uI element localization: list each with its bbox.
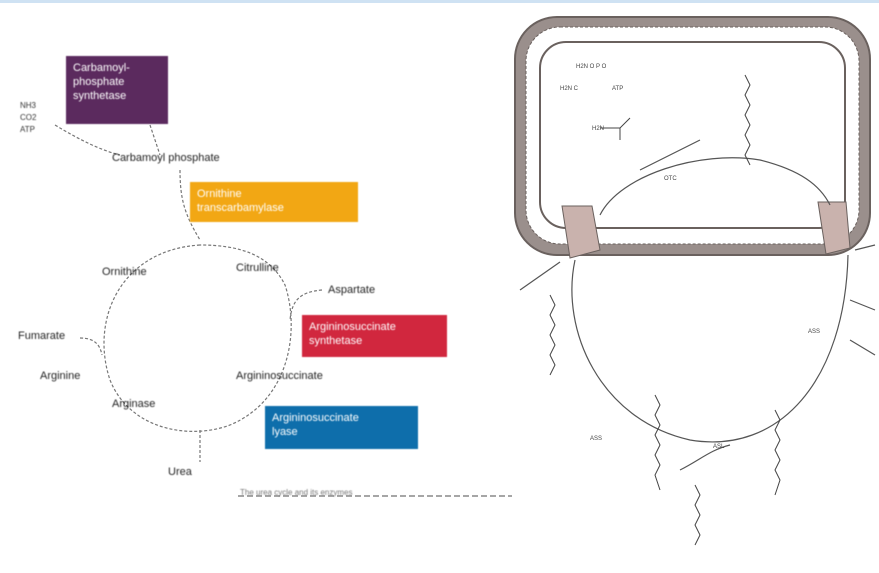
molecule-inner [600, 117, 631, 140]
svg-text:OTC: OTC [664, 176, 677, 182]
molecule-left-chain [549, 294, 556, 376]
transporter-left [561, 205, 601, 259]
label-argininosuccinate: Argininosuccinate [236, 370, 323, 382]
svg-text:H2N O P O: H2N O P O [576, 64, 607, 70]
box-ass: Argininosuccinate synthetase [302, 315, 447, 357]
label-urea: Urea [168, 466, 192, 478]
box-cps: Carbamoyl- phosphate synthetase [66, 56, 168, 124]
inputs-arrow [54, 124, 121, 156]
label-aspartate: Aspartate [328, 284, 376, 296]
label-inputs: NH3 CO2 ATP [20, 101, 37, 134]
atp-arrow [639, 139, 701, 171]
transporter-right [817, 201, 851, 255]
svg-text:ATP: ATP [612, 86, 623, 92]
caption: The urea cycle and its enzymes [240, 488, 353, 497]
svg-text:H2N: H2N [592, 126, 604, 132]
label-carbamoyl-phosphate: Carbamoyl phosphate [112, 152, 220, 164]
cycle-circle [103, 244, 292, 432]
label-fumarate: Fumarate [18, 330, 66, 342]
label-arginine: Arginine [40, 370, 81, 382]
svg-text:ASS: ASS [808, 329, 820, 335]
svg-text:H2N C: H2N C [560, 86, 579, 92]
box-otc: Ornithine transcarbamylase [190, 182, 358, 222]
carbamoyl-to-otc-arrow [179, 169, 201, 241]
box-asl: Argininosuccinate lyase [265, 406, 418, 449]
molecule-bottom-chain [694, 484, 701, 546]
fumarate-arrow [79, 337, 103, 356]
svg-text:ASS: ASS [590, 436, 602, 442]
outer-arc [571, 254, 849, 443]
molecule-top-chain [744, 74, 751, 166]
svg-text:ASL: ASL [713, 444, 725, 450]
aspartate-arrow [289, 289, 323, 321]
molecule-mid-chain [654, 394, 661, 491]
membrane-inner [539, 41, 846, 229]
label-ornithine: Ornithine [102, 266, 147, 278]
top-rule [0, 0, 879, 3]
label-arginase: Arginase [112, 398, 156, 410]
molecule-right-chain [774, 409, 781, 496]
label-citrulline: Citrulline [236, 262, 279, 274]
cps-to-carbamoyl-arrow [149, 124, 161, 156]
